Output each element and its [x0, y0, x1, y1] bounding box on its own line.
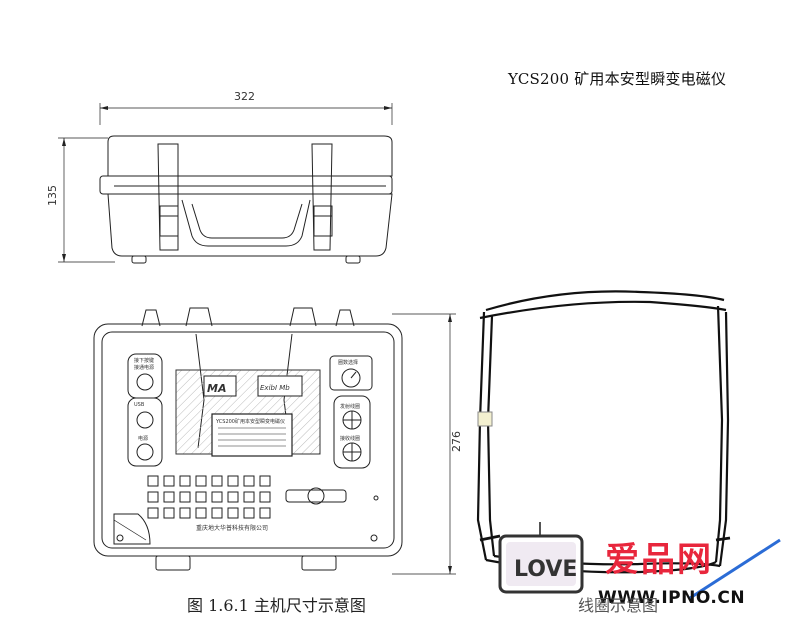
- nameplate-text: YCS200矿用本安型瞬变电磁仪: [215, 418, 285, 425]
- keypad: [147, 475, 271, 519]
- exib-logo: ExibI Mb: [260, 384, 290, 392]
- front-panel-view: [93, 307, 456, 575]
- watermark-chinese: 爱品网: [605, 540, 713, 580]
- front-height-dimension-label: 276: [450, 431, 463, 452]
- watermark-badge-text: LOVE: [514, 557, 577, 582]
- watermark-url: WWW.IPNO.CN: [598, 588, 746, 608]
- left-label-3: USB: [134, 402, 145, 408]
- left-label-1: 接下按键: [134, 357, 154, 364]
- watermark-badge: LOVE: [498, 522, 781, 600]
- coil-diagram: [476, 290, 731, 574]
- width-dimension-label: 322: [234, 90, 255, 103]
- ma-logo: MA: [207, 382, 226, 395]
- right-label-3: 接收线圈: [340, 435, 360, 442]
- caption-host-dimensions: 图 1.6.1 主机尺寸示意图: [187, 596, 366, 615]
- company-name: 重庆地大华普科技有限公司: [196, 524, 268, 532]
- page-title: YCS200 矿用本安型瞬变电磁仪: [508, 70, 727, 88]
- right-label-2: 发射线圈: [340, 403, 360, 410]
- left-label-4: 电源: [138, 435, 148, 442]
- caption-coil-partial: 线圈示意图: [578, 596, 659, 615]
- left-label-2: 接通电源: [134, 364, 154, 371]
- right-label-1: 圈数选择: [338, 359, 358, 366]
- side-view: [58, 103, 393, 264]
- side-height-dimension-label: 135: [46, 185, 59, 206]
